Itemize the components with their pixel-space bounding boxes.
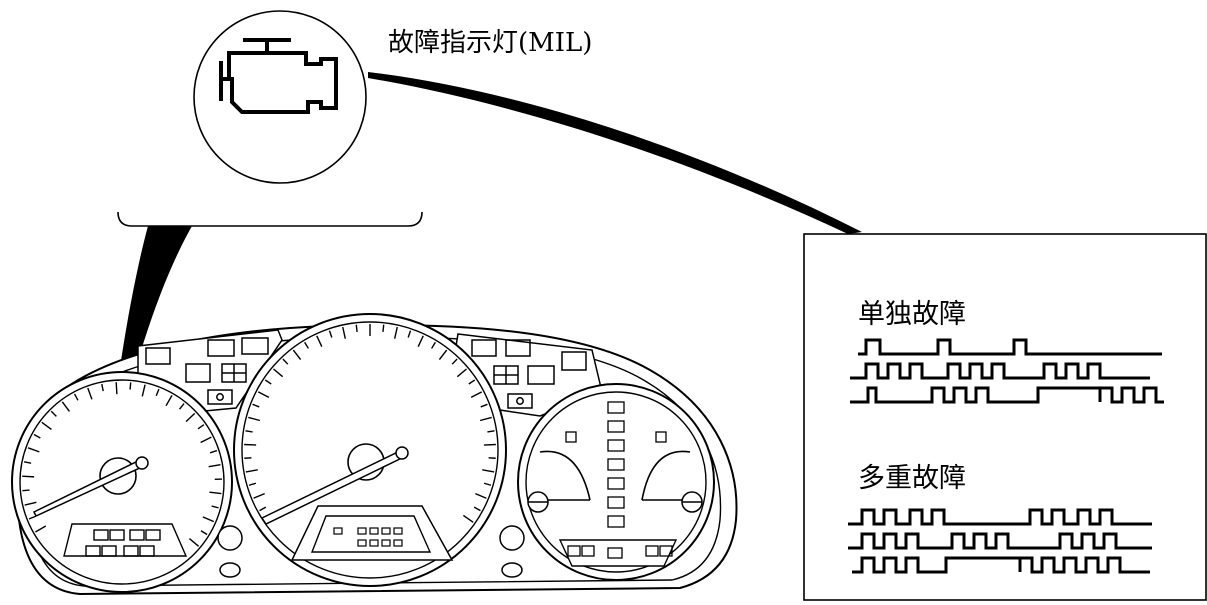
speedo-tick — [484, 445, 496, 446]
speedo-tick — [356, 325, 357, 332]
left-gauge-needle-tip — [136, 457, 148, 469]
speedo-needle-tip — [396, 447, 408, 459]
right-knob-upper — [500, 526, 524, 550]
fault-pattern-box — [804, 234, 1206, 600]
left-gauge-lamp-window — [64, 524, 186, 556]
right-knob-lower — [502, 563, 522, 577]
mil-label: 故障指示灯(MIL) — [388, 22, 592, 59]
left-knob-upper — [218, 526, 242, 550]
speedo-tick — [383, 325, 384, 332]
speedo-tick — [244, 445, 256, 446]
tach-tick — [22, 476, 34, 477]
single-fault-label: 单独故障 — [858, 292, 966, 331]
callout-bracket — [118, 212, 422, 226]
tach-tick — [130, 382, 131, 389]
tach-tick — [22, 490, 29, 491]
tach-tick — [116, 382, 117, 394]
mil-callout-wedge — [368, 72, 862, 234]
left-knob-lower — [220, 563, 240, 577]
multiple-faults-label: 多重故障 — [858, 456, 966, 495]
